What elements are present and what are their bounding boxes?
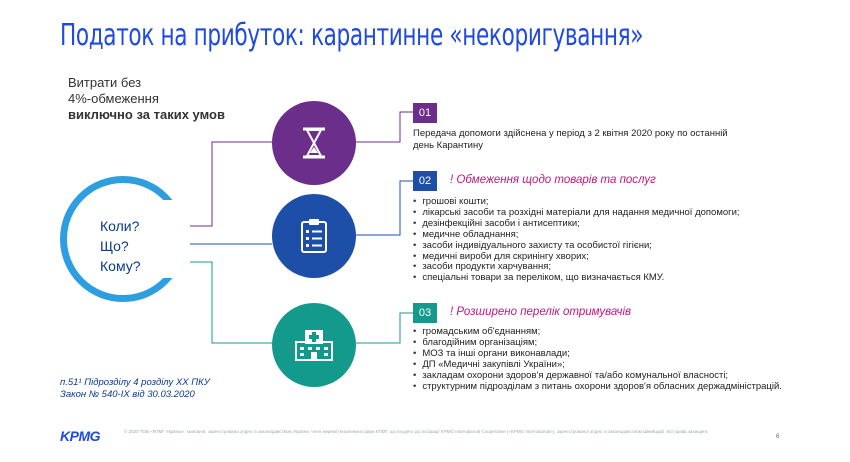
- list-item: медичне обладнання;: [413, 229, 740, 241]
- clipboard-circle: [272, 194, 356, 278]
- question-whom: Кому?: [100, 258, 141, 274]
- list-item: благодійним організаціям;: [413, 337, 782, 349]
- hourglass-circle: [272, 101, 356, 185]
- kpmg-logo: KPMG: [60, 428, 101, 444]
- footnote-line-1: п.51¹ Підрозділу 4 розділу XX ПКУ: [60, 377, 210, 388]
- page-title: Податок на прибуток: карантинне «некориг…: [60, 18, 644, 53]
- recipients-list: громадським об'єднанням; благодійним орг…: [413, 326, 782, 393]
- list-item: дезінфекційні засоби і антисептики;: [413, 218, 740, 230]
- list-item: ДП «Медичні закупівлі України»;: [413, 359, 782, 371]
- list-item: лікарські засоби та розхідні матеріали д…: [413, 207, 739, 219]
- section-1-text: Передача допомоги здійснена у період з 2…: [413, 128, 728, 151]
- list-item: структурним підрозділам з питань охорони…: [413, 381, 782, 393]
- footnote-line-2: Закон № 540-IX від 30.03.2020: [60, 389, 195, 400]
- page-number: 6: [776, 434, 780, 440]
- goods-list: грошові кошти; лікарські засоби та розхі…: [413, 196, 740, 284]
- intro-line-1: Витрати без: [68, 75, 142, 90]
- list-item: засоби індивідуального захисту та особис…: [413, 240, 740, 252]
- section-3-heading: ! Розширено перелік отримувачів: [450, 306, 632, 318]
- list-item: медичні вироби для скринінгу хворих;: [413, 251, 740, 263]
- clipboard-checklist-icon: [301, 219, 327, 253]
- section-number-1: 01: [413, 103, 437, 123]
- list-item: спеціальні товари за переліком, що визна…: [413, 272, 740, 284]
- section-number-3: 03: [413, 303, 437, 323]
- hospital-icon: [295, 330, 333, 361]
- intro-line-2: 4%-обмеження: [68, 91, 159, 106]
- list-item: грошові кошти;: [413, 196, 740, 208]
- list-item: закладам охорони здоров'я державної та/а…: [413, 370, 782, 382]
- question-when: Коли?: [100, 218, 140, 234]
- copyright-notice: © 2020 ТОВ «КПМГ Україна», компанія, зар…: [124, 429, 709, 434]
- section-2-heading: ! Обмеження щодо товарів та послуг: [450, 174, 656, 186]
- hospital-circle: [272, 303, 356, 387]
- section-number-2: 02: [413, 171, 437, 191]
- intro-line-3: виключно за таких умов: [68, 107, 225, 122]
- list-item: засоби продукти харчування;: [413, 262, 740, 273]
- question-what: Що?: [100, 238, 129, 254]
- list-item: МОЗ та інші органи виконавлади;: [413, 348, 782, 360]
- list-item: громадським об'єднанням;: [413, 326, 782, 338]
- hourglass-icon: [303, 127, 325, 159]
- legal-reference: п.51¹ Підрозділу 4 розділу XX ПКУ Закон …: [60, 377, 210, 401]
- intro-text: Витрати без 4%-обмеження виключно за так…: [68, 75, 225, 123]
